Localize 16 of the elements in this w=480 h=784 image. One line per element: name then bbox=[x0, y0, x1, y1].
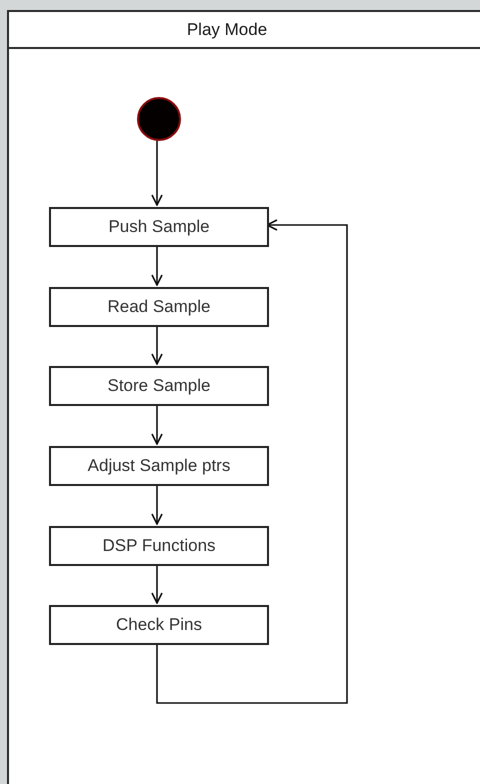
arrow bbox=[151, 139, 163, 206]
arrow bbox=[156, 219, 348, 704]
process-box: Push Sample bbox=[49, 207, 269, 247]
arrow bbox=[151, 245, 163, 286]
process-box: DSP Functions bbox=[49, 526, 269, 566]
process-box: Check Pins bbox=[49, 605, 269, 645]
pool-title: Play Mode bbox=[186, 20, 268, 40]
process-box: Read Sample bbox=[49, 287, 269, 327]
arrow bbox=[151, 564, 163, 604]
arrow bbox=[151, 404, 163, 445]
process-box: Store Sample bbox=[49, 366, 269, 406]
swimlane-pool bbox=[7, 10, 480, 784]
process-box: Adjust Sample ptrs bbox=[49, 446, 269, 486]
arrow bbox=[151, 484, 163, 525]
start-node bbox=[137, 97, 181, 141]
arrow bbox=[151, 325, 163, 365]
